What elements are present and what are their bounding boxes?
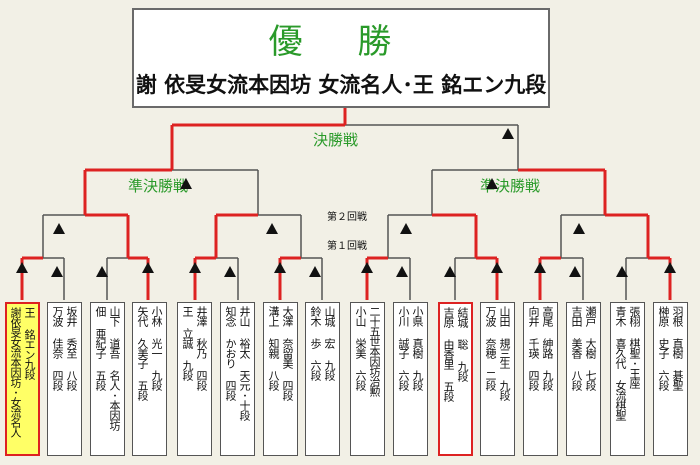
player-name: 大澤 奈留美 四段	[281, 306, 294, 400]
player-name: 結城 聡 九段	[456, 307, 469, 381]
player-name: 井山 裕太 天元･十段	[238, 306, 251, 420]
champion-name: 謝 依旻女流本因坊 女流名人･王 銘エン九段	[135, 73, 547, 97]
advance-marker-icon	[142, 262, 154, 273]
advance-marker-icon	[51, 266, 63, 277]
player-name: 溝上 知親 八段	[267, 306, 280, 390]
player-name: 山城 宏 九段	[323, 306, 336, 380]
player-pair-box: 張栩 棋聖･王座青木 喜久代 女流棋聖	[610, 302, 645, 456]
player-name: 王 銘エン九段	[23, 307, 36, 379]
player-name: 小川 誠子 六段	[397, 306, 410, 390]
player-name: 山田 規三生 九段	[498, 306, 511, 400]
player-name: 二十五世本因坊治勲	[368, 306, 381, 396]
player-name: 知念 かおり 四段	[224, 306, 237, 400]
advance-marker-icon	[534, 262, 546, 273]
player-name: 榊原 史子 六段	[657, 306, 670, 390]
advance-marker-icon	[361, 262, 373, 273]
player-name: 羽根 直樹 碁聖	[671, 306, 684, 390]
player-name: 万波 奈穂 二段	[484, 306, 497, 390]
advance-marker-icon	[573, 223, 585, 234]
champion-title: 優 勝	[268, 22, 414, 62]
player-pair-box: 井澤 秋乃 四段王 立誠 九段	[177, 302, 212, 456]
player-pair-box: 瀬戸 大樹 七段吉田 美香 八段	[566, 302, 601, 456]
player-name: 山下 道吾 名人･本因坊	[108, 306, 121, 430]
advance-marker-icon	[53, 223, 65, 234]
player-pair-box: 山城 宏 九段鈴木 歩 六段	[305, 302, 340, 456]
player-name: 高尾 紳路 九段	[541, 306, 554, 390]
player-pair-box: 高尾 紳路 九段向井 千瑛 四段	[523, 302, 558, 456]
player-name: 小林 光一 九段	[150, 306, 163, 390]
advance-marker-icon	[224, 266, 236, 277]
player-pair-box: 羽根 直樹 碁聖榊原 史子 六段	[653, 302, 688, 456]
advance-marker-icon	[400, 223, 412, 234]
player-name: 向井 千瑛 四段	[527, 306, 540, 390]
advance-marker-icon	[396, 266, 408, 277]
advance-marker-icon	[16, 262, 28, 273]
first-round-label: 第１回戦	[327, 241, 367, 252]
player-pair-box: 井山 裕太 天元･十段知念 かおり 四段	[220, 302, 255, 456]
advance-marker-icon	[274, 262, 286, 273]
player-pair-box: 山田 規三生 九段万波 奈穂 二段	[480, 302, 515, 456]
semifinal-left-label: 準決勝戦	[128, 177, 189, 195]
player-name: 矢代 久美子 五段	[136, 306, 149, 400]
second-round-label: 第２回戦	[327, 212, 367, 223]
advance-marker-icon	[96, 266, 108, 277]
advance-marker-icon	[502, 128, 514, 139]
advance-marker-icon	[664, 262, 676, 273]
player-name: 張栩 棋聖･王座	[628, 306, 641, 388]
final-label: 決勝戦	[313, 131, 359, 149]
player-name: 井澤 秋乃 四段	[195, 306, 208, 390]
advance-marker-icon	[266, 223, 278, 234]
champion-box: 優 勝 謝 依旻女流本因坊 女流名人･王 銘エン九段	[132, 8, 550, 108]
advance-marker-icon	[616, 266, 628, 277]
player-name: 謝依旻女流本因坊･女流名人	[9, 307, 22, 437]
player-name: 瀬戸 大樹 七段	[584, 306, 597, 390]
player-name: 王 立誠 九段	[181, 306, 194, 380]
player-pair-box: 二十五世本因坊治勲小山 栄美 六段	[350, 302, 385, 456]
player-name: 小山 栄美 六段	[354, 306, 367, 390]
advance-marker-icon	[180, 178, 192, 189]
advance-marker-icon	[491, 262, 503, 273]
player-name: 佃 亜紀子 五段	[94, 306, 107, 390]
advance-marker-icon	[486, 178, 498, 189]
player-pair-box: 小県 真樹 九段小川 誠子 六段	[393, 302, 428, 456]
player-name: 小県 真樹 九段	[411, 306, 424, 390]
player-pair-box: 坂井 秀至 八段万波 佳奈 四段	[47, 302, 82, 456]
player-name: 万波 佳奈 四段	[51, 306, 64, 390]
advance-marker-icon	[189, 262, 201, 273]
advance-marker-icon	[309, 266, 321, 277]
player-pair-box: 結城 聡 九段吉原 由香里 五段	[438, 302, 473, 456]
advance-marker-icon	[444, 266, 456, 277]
player-pair-box: 小林 光一 九段矢代 久美子 五段	[132, 302, 167, 456]
player-name: 鈴木 歩 六段	[309, 306, 322, 380]
player-name: 吉原 由香里 五段	[442, 307, 455, 401]
player-name: 坂井 秀至 八段	[65, 306, 78, 390]
advance-marker-icon	[569, 266, 581, 277]
player-name: 吉田 美香 八段	[570, 306, 583, 390]
player-name: 青木 喜久代 女流棋聖	[614, 306, 627, 420]
player-pair-box: 大澤 奈留美 四段溝上 知親 八段	[263, 302, 298, 456]
player-pair-box: 山下 道吾 名人･本因坊佃 亜紀子 五段	[90, 302, 125, 456]
player-pair-box: 王 銘エン九段謝依旻女流本因坊･女流名人	[5, 302, 40, 456]
